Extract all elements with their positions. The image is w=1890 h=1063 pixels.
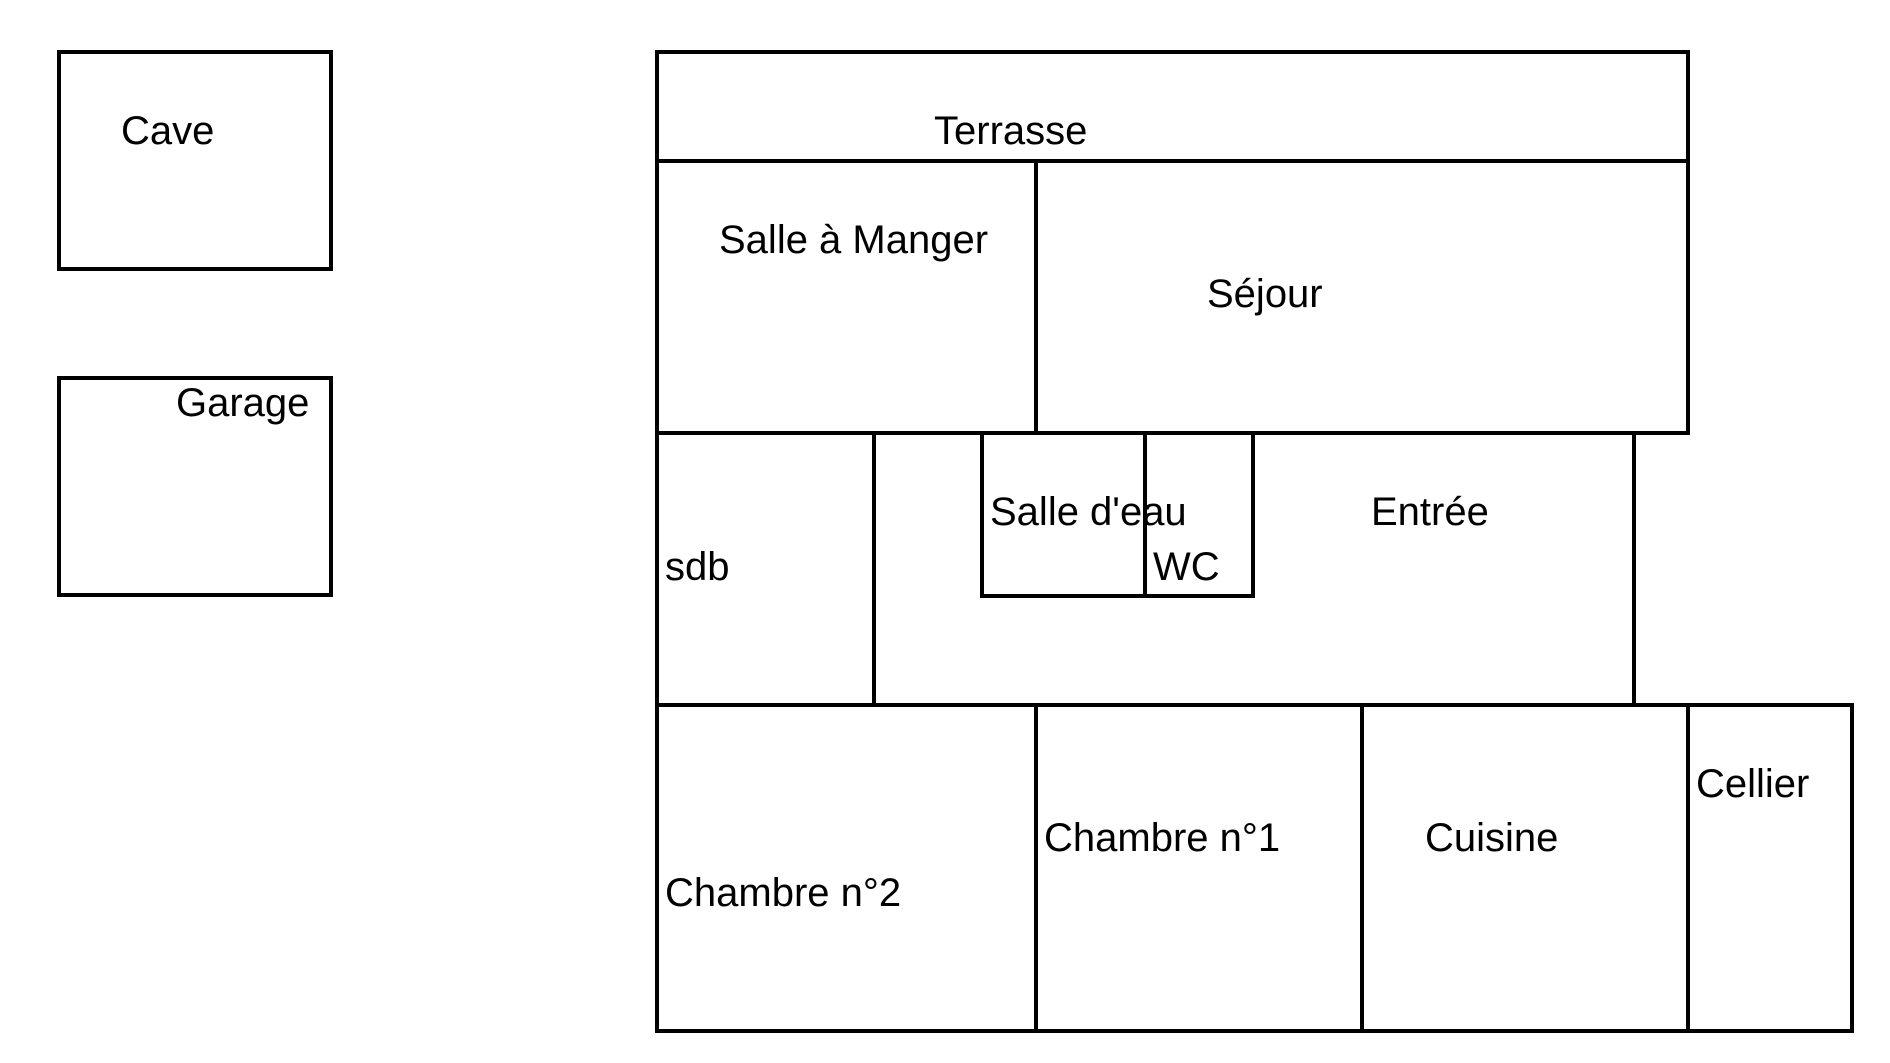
room-salle-a-manger [655,159,1038,435]
label-cellier: Cellier [1696,762,1809,806]
label-sejour: Séjour [1207,272,1323,316]
room-cuisine [1360,703,1690,1033]
label-salle-d-eau: Salle d'eau [990,490,1187,534]
label-cuisine: Cuisine [1425,816,1558,860]
room-sejour [1034,159,1690,435]
label-wc: WC [1153,545,1220,589]
label-chambre-1: Chambre n°1 [1044,816,1280,860]
room-chambre-1 [1034,703,1364,1033]
room-cellier [1686,703,1854,1033]
label-cave: Cave [121,109,214,153]
room-garage [57,376,333,597]
label-salle-a-manger: Salle à Manger [719,218,988,262]
label-entree: Entrée [1371,490,1489,534]
room-chambre-2 [655,703,1038,1033]
label-garage: Garage [176,381,309,425]
room-wc [1143,431,1255,598]
room-terrasse [655,50,1690,163]
label-terrasse: Terrasse [934,109,1087,153]
room-cave [57,50,333,271]
label-chambre-2: Chambre n°2 [665,871,901,915]
label-sdb: sdb [665,545,730,589]
